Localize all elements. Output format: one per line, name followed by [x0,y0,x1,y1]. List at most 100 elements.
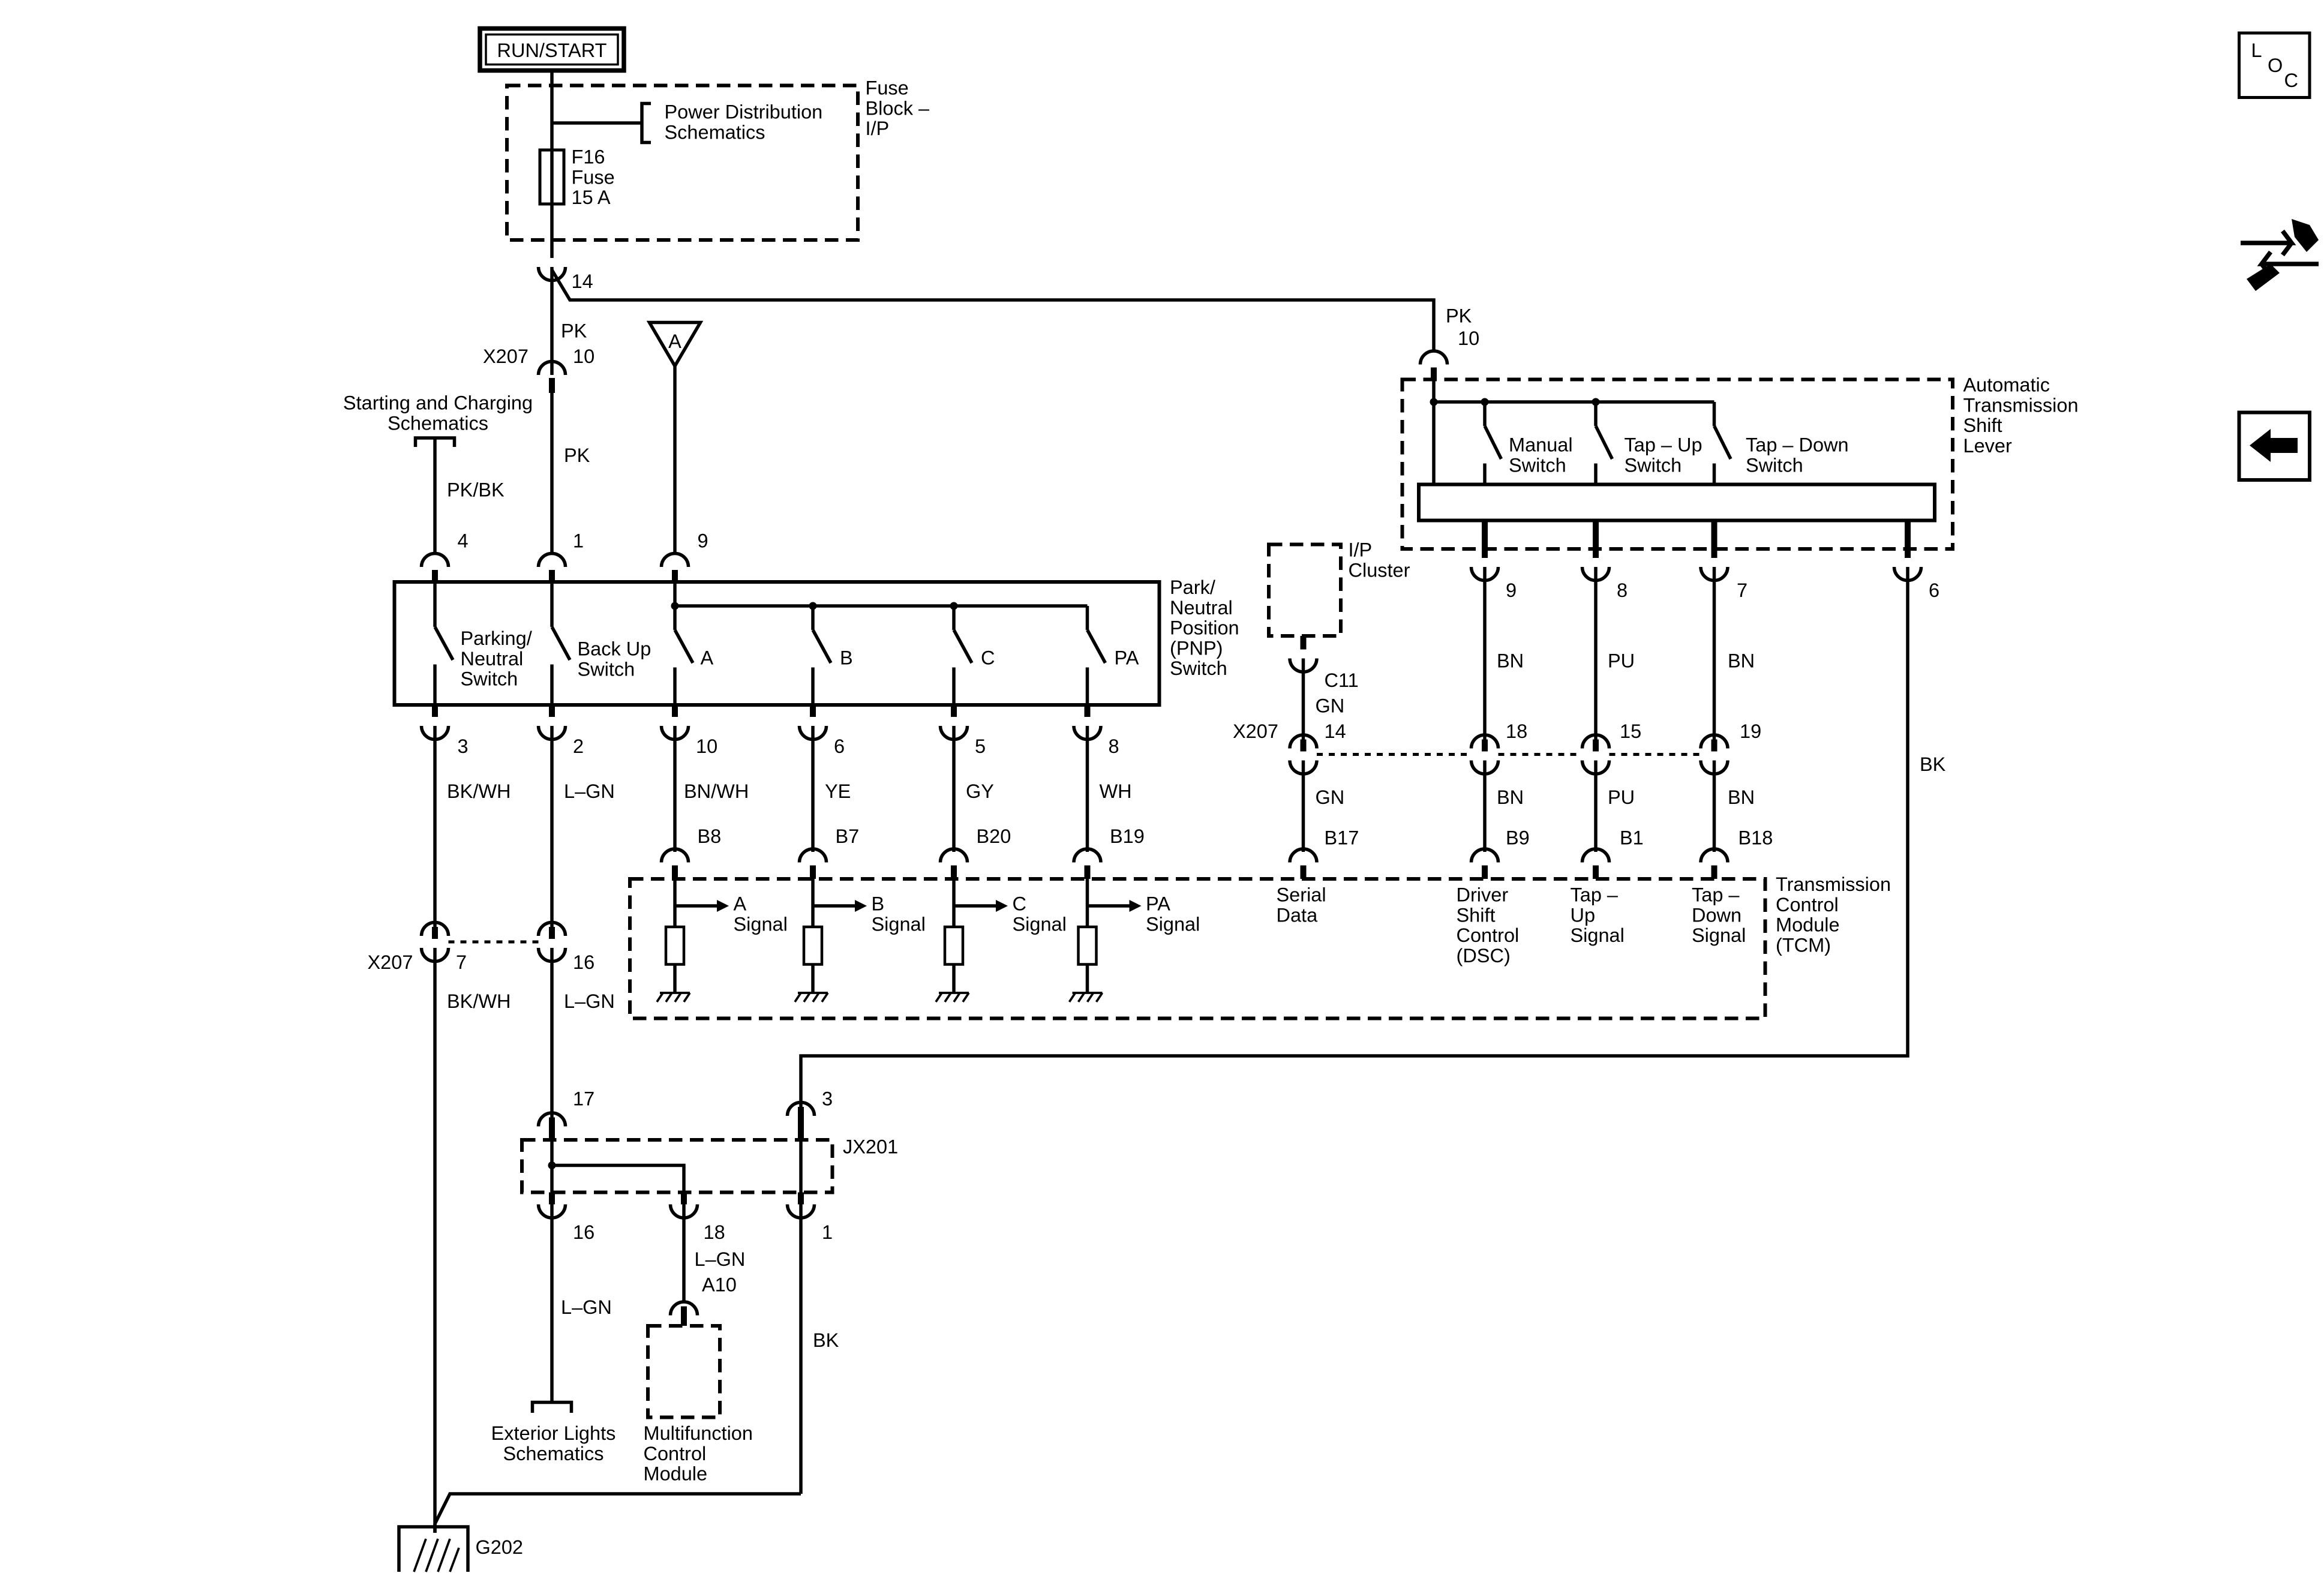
pin-b18: B18 [1739,827,1773,849]
jx201-box [520,1137,834,1194]
wire-bn-1: BN [1497,650,1524,671]
lever-pin-7: 7 [1737,580,1747,601]
conn-14-c: 14 [1325,721,1346,742]
conn-3: 3 [822,1088,833,1110]
pin-b9: B9 [1506,827,1530,849]
svg-text:L: L [2251,40,2262,61]
conn-14-label: 14 [572,271,593,292]
pnp-pin-6: 6 [834,736,845,757]
pnp-switch-box [392,580,1161,707]
loc-icon[interactable]: L O C [2237,31,2311,99]
conn-10-r: 10 [1458,328,1479,349]
tcm-input-b [794,878,867,1003]
wire-gy: GY [966,781,994,802]
conn-10-a: 10 [573,346,594,367]
conn-1: 1 [822,1221,833,1243]
conn-15-x207: 15 [1620,721,1641,742]
switch-b-label: B [840,647,853,668]
svg-text:O: O [2268,55,2283,76]
tcm-input-c [935,878,1008,1003]
pnp-pin-1: 1 [573,530,584,551]
wire-lgn: L–GN [564,781,615,802]
conn-16-b: 16 [573,1221,594,1243]
pnp-pin-9: 9 [698,530,708,551]
conn-14 [536,266,568,375]
tapdown-switch-icon [1712,401,1733,485]
tapup-switch-icon [1594,401,1614,485]
wire-gn-2: GN [1316,786,1345,808]
pin-b7: B7 [836,825,860,847]
svg-text:C: C [2284,70,2298,91]
wrench-connector-icon[interactable] [2240,218,2319,291]
wire-gn-1: GN [1316,695,1345,716]
wire-pk-bk: PK/BK [447,479,505,500]
pin-b8: B8 [698,825,722,847]
x207-label-b: X207 [368,951,413,973]
backup-switch-icon [550,581,572,705]
wire-bn-3: BN [1497,786,1524,808]
tcm-input-pa [1068,878,1142,1003]
mcm-box [646,1323,722,1419]
switch-a-label: A [701,647,714,668]
wire-bnwh: BN/WH [684,781,749,802]
wire-lgn-2: L–GN [564,990,615,1012]
wire-pu-1: PU [1608,650,1635,671]
reference-a-icon: A [646,320,704,370]
manual-switch-icon [1483,401,1503,485]
conn-17: 17 [573,1088,594,1110]
x207-label-c: X207 [1233,721,1278,742]
back-arrow-icon[interactable] [2237,410,2311,482]
conn-18-b: 18 [704,1221,725,1243]
wire-wh: WH [1100,781,1132,802]
pin-b17: B17 [1325,827,1359,849]
g202-label: G202 [476,1536,524,1558]
tcm-box [628,876,1767,1020]
wire-ye: YE [825,781,851,802]
wire-pk-a: PK [561,320,587,342]
fuse-block-box [505,83,860,242]
switch-c-icon [952,605,974,705]
wire-bk: BK [1920,754,1946,775]
switch-c-label: C [981,647,995,668]
pnp-pin-5: 5 [975,736,986,757]
wire-bkwh: BK/WH [447,781,511,802]
lever-pin-8: 8 [1617,580,1628,601]
tcm-input-a [656,878,729,1003]
pnp-pin-8: 8 [1109,736,1119,757]
wire-lgn-4: L–GN [561,1296,612,1318]
pin-b20: B20 [977,825,1011,847]
switch-pa-label: PA [1115,647,1139,668]
svg-text:A: A [668,331,681,352]
pin-b1: B1 [1620,827,1644,849]
wire-bkwh-2: BK/WH [447,990,511,1012]
x207-label-a: X207 [483,346,529,367]
pnp-pin-2: 2 [573,736,584,757]
wire-lgn-3: L–GN [695,1248,746,1270]
switch-a-icon [673,629,695,705]
lever-pin-9: 9 [1506,580,1517,601]
wire-bn-2: BN [1728,650,1755,671]
conn-18-x207: 18 [1506,721,1527,742]
